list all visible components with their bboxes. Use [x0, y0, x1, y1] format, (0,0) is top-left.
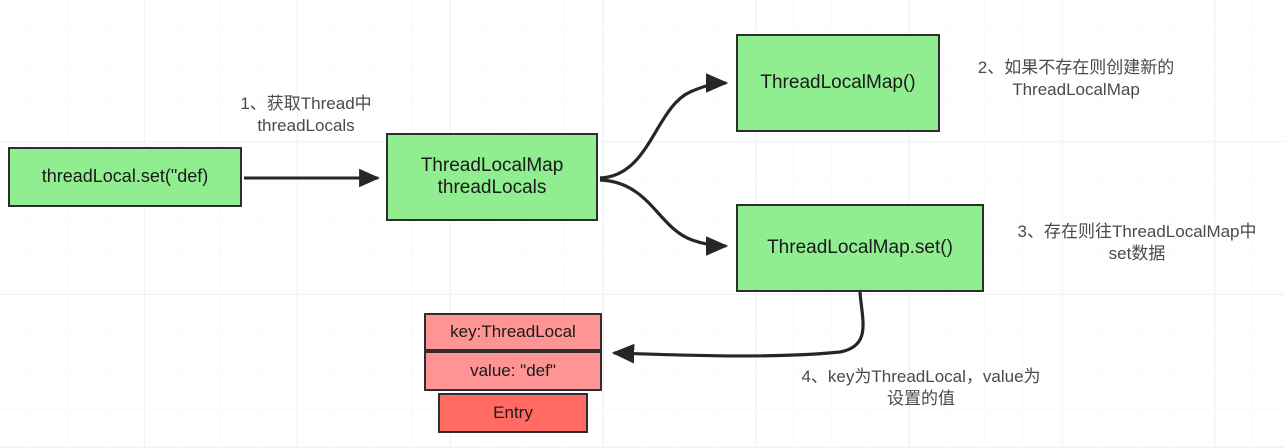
- node-threadlocalmap-set[interactable]: ThreadLocalMap.set(): [736, 204, 984, 292]
- node-threadlocalmap-threadlocals[interactable]: ThreadLocalMap threadLocals: [386, 133, 598, 221]
- annotation-step-2: 2、如果不存在则创建新的 ThreadLocalMap: [977, 58, 1175, 100]
- node-threadlocal-set[interactable]: threadLocal.set("def): [8, 147, 242, 207]
- node-entry-key-row[interactable]: key:ThreadLocal: [424, 313, 602, 351]
- edge-threadlocals-to-set: [599, 178, 729, 256]
- node-entry-value-row[interactable]: value: "def": [424, 351, 602, 391]
- node-entry-label[interactable]: Entry: [438, 393, 588, 433]
- annotation-step-4: 4、key为ThreadLocal，value为 设置的值: [801, 367, 1041, 409]
- annotation-step-1: 1、获取Thread中 threadLocals: [240, 94, 372, 136]
- edge-set-to-entry: [611, 291, 865, 364]
- node-threadlocalmap-constructor[interactable]: ThreadLocalMap(): [736, 34, 940, 132]
- annotation-step-3: 3、存在则往ThreadLocalMap中 set数据: [1017, 222, 1257, 264]
- edge-threadlocals-to-ctor: [599, 73, 729, 180]
